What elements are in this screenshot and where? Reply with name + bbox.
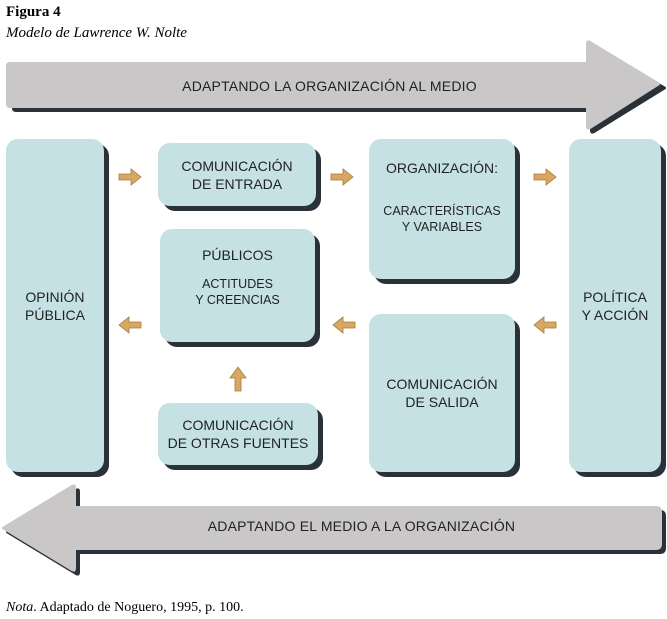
publicos-title: PÚBLICOS	[202, 247, 273, 263]
politica-accion-label: POLÍTICA Y ACCIÓN	[581, 288, 649, 323]
comunicacion-salida-label: COMUNICACIÓN DE SALIDA	[386, 376, 498, 410]
top-arrow-label: ADAPTANDO LA ORGANIZACIÓN AL MEDIO	[182, 78, 477, 94]
publicos-subtitle: ACTITUDES Y CREENCIAS	[195, 277, 280, 307]
arrow-right-icon	[330, 168, 354, 186]
bottom-arrow: ADAPTANDO EL MEDIO A LA ORGANIZACIÓN	[0, 478, 667, 578]
comunicacion-otras-fuentes-box: COMUNICACIÓN DE OTRAS FUENTES	[158, 403, 318, 465]
comunicacion-otras-fuentes-label: COMUNICACIÓN DE OTRAS FUENTES	[167, 417, 309, 451]
figure-title: Modelo de Lawrence W. Nolte	[6, 25, 187, 41]
publicos-box: PÚBLICOS ACTITUDES Y CREENCIAS	[160, 229, 315, 342]
arrow-left-icon	[118, 316, 142, 334]
note-prefix: Nota	[6, 600, 34, 615]
organizacion-box: ORGANIZACIÓN: CARACTERÍSTICAS Y VARIABLE…	[369, 139, 515, 279]
figure-label: Figura 4	[6, 4, 61, 20]
arrow-left-icon	[332, 316, 356, 334]
arrow-up-icon	[229, 366, 247, 392]
politica-accion-box: POLÍTICA Y ACCIÓN	[569, 139, 661, 472]
comunicacion-salida-box: COMUNICACIÓN DE SALIDA	[369, 314, 515, 472]
comunicacion-entrada-label: COMUNICACIÓN DE ENTRADA	[181, 157, 293, 192]
comunicacion-entrada-box: COMUNICACIÓN DE ENTRADA	[158, 143, 316, 206]
note-text: . Adaptado de Noguero, 1995, p. 100.	[33, 600, 244, 615]
top-arrow: ADAPTANDO LA ORGANIZACIÓN AL MEDIO	[0, 40, 667, 136]
source-note: Nota. Adaptado de Noguero, 1995, p. 100.	[6, 600, 244, 616]
arrow-left-icon	[533, 316, 557, 334]
opinion-publica-label: OPINIÓN PÚBLICA	[25, 288, 85, 323]
opinion-publica-box: OPINIÓN PÚBLICA	[6, 139, 104, 472]
organizacion-subtitle: CARACTERÍSTICAS Y VARIABLES	[383, 204, 501, 234]
arrow-right-icon	[118, 168, 142, 186]
bottom-arrow-label: ADAPTANDO EL MEDIO A LA ORGANIZACIÓN	[207, 518, 516, 534]
organizacion-title: ORGANIZACIÓN:	[385, 160, 498, 176]
arrow-right-icon	[533, 168, 557, 186]
